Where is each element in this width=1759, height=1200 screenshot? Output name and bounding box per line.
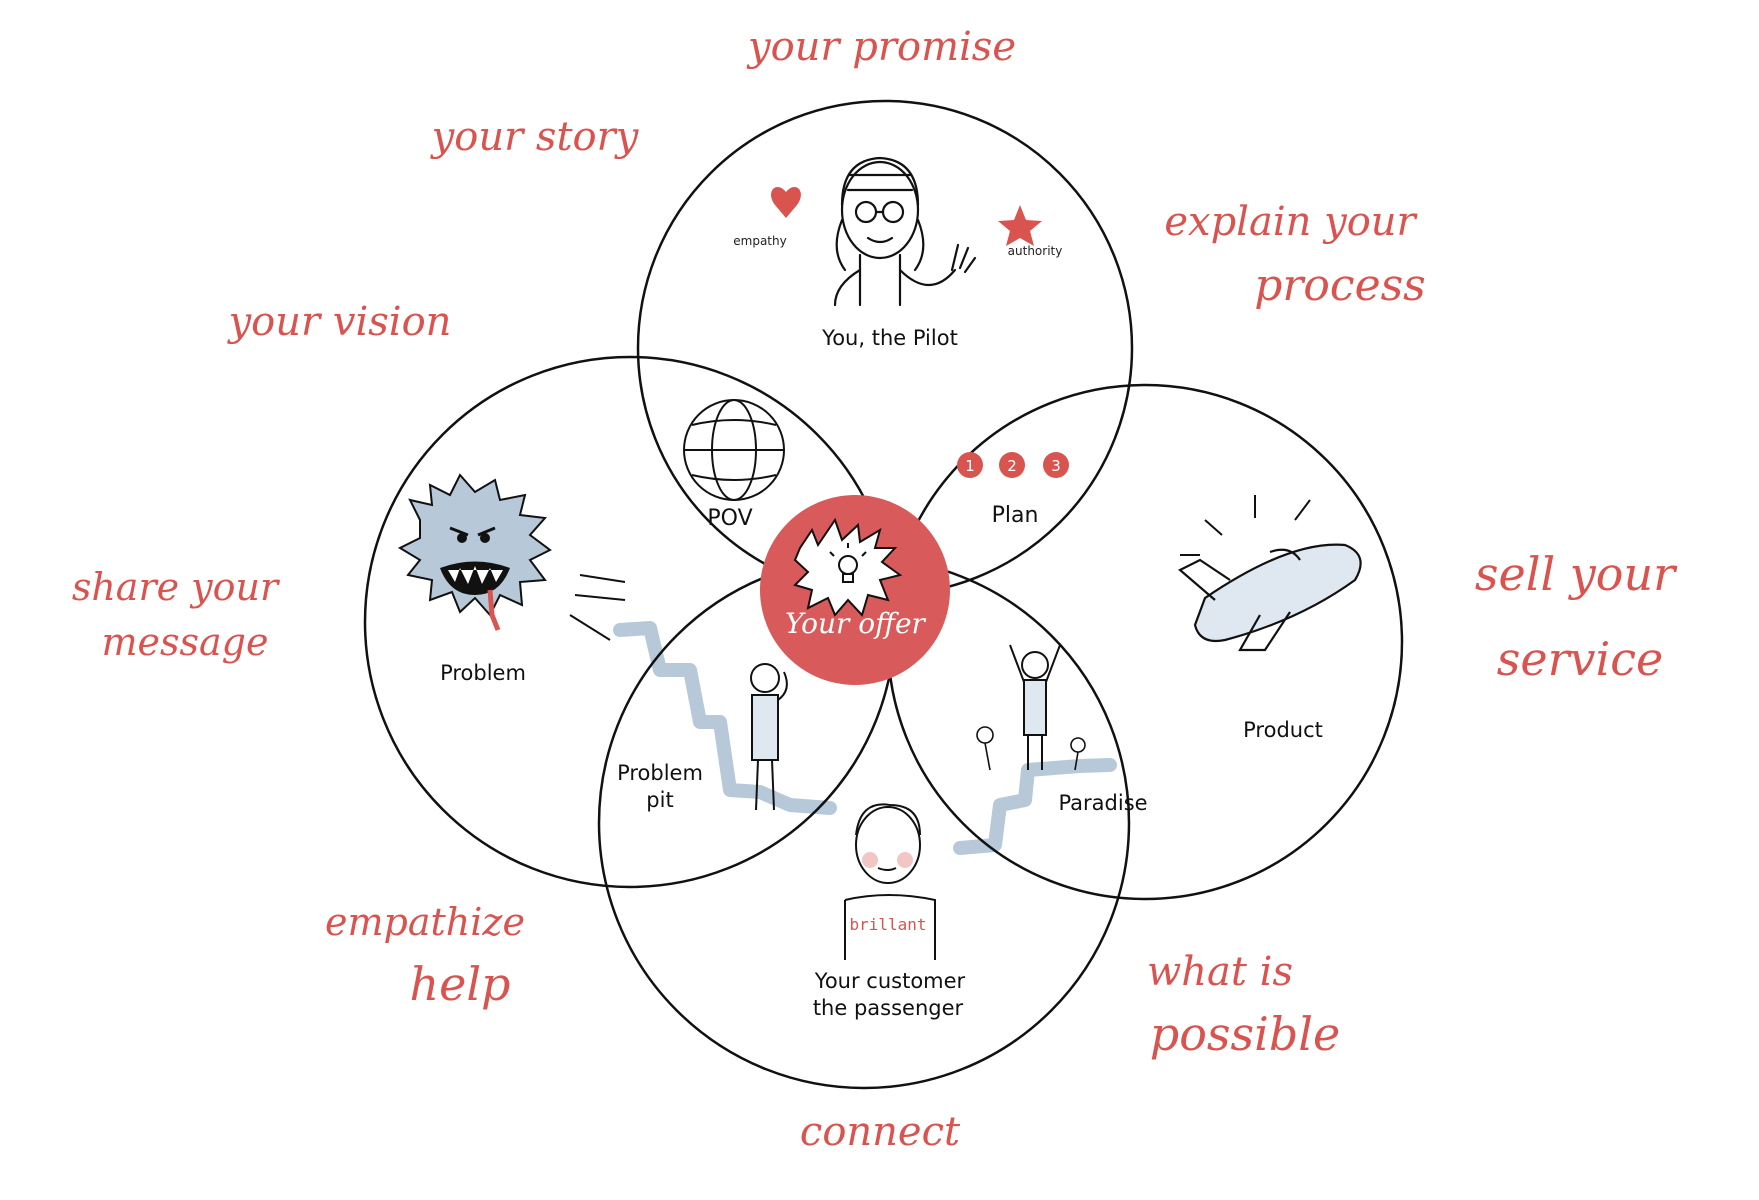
label-sell-1: sell your (1475, 547, 1678, 601)
plan-label: Plan (992, 503, 1039, 528)
authority-label: authority (1008, 244, 1063, 258)
airplane-icon (1178, 543, 1362, 652)
paradise-label: Paradise (1058, 791, 1147, 815)
label-your-vision: your vision (227, 299, 452, 345)
offer-label: Your offer (785, 607, 926, 640)
label-your-story: your story (430, 114, 640, 160)
label-connect: connect (800, 1109, 961, 1155)
plan-step-3: 3 (1051, 457, 1061, 475)
label-share-1: share your (72, 565, 281, 609)
monster-icon (397, 473, 552, 631)
problem-label: Problem (440, 661, 526, 685)
burst-icon (793, 517, 903, 617)
airplane-rays (1180, 495, 1311, 556)
customer-icon (844, 803, 936, 960)
plan-steps: 1 2 3 (957, 452, 1069, 478)
flower-icon (976, 726, 1086, 771)
plan-step-1: 1 (965, 457, 975, 475)
product-label: Product (1243, 718, 1323, 742)
person-icon (750, 663, 788, 811)
shirt-text: brillant (849, 915, 926, 934)
customer-label-1: Your customer (814, 969, 966, 993)
pilot-label: You, the Pilot (821, 326, 958, 350)
label-explain-1: explain your (1164, 199, 1418, 245)
plan-step-2: 2 (1007, 457, 1017, 475)
label-sell-2: service (1497, 632, 1664, 686)
happy-person-icon (1009, 644, 1061, 770)
label-what-2: possible (1150, 1007, 1340, 1061)
label-what-1: what is (1147, 949, 1293, 995)
lightbulb-icon (829, 543, 867, 583)
empathy-label: empathy (733, 234, 786, 248)
label-share-2: message (102, 620, 269, 664)
journey-path (613, 621, 1117, 855)
heart-icon (771, 187, 801, 218)
pilot-icon (833, 156, 977, 307)
problem-pit-label-1: Problem (617, 761, 703, 785)
globe-icon (683, 399, 785, 501)
problem-pit-label-2: pit (646, 788, 673, 812)
customer-label-2: the passenger (813, 996, 964, 1020)
shout-lines (569, 574, 626, 641)
star-icon (998, 205, 1042, 246)
pov-label: POV (707, 506, 752, 531)
label-empathize-1: empathize (325, 900, 525, 944)
label-your-promise: your promise (746, 24, 1016, 70)
label-empathize-2: help (409, 957, 510, 1011)
label-explain-2: process (1254, 260, 1426, 311)
